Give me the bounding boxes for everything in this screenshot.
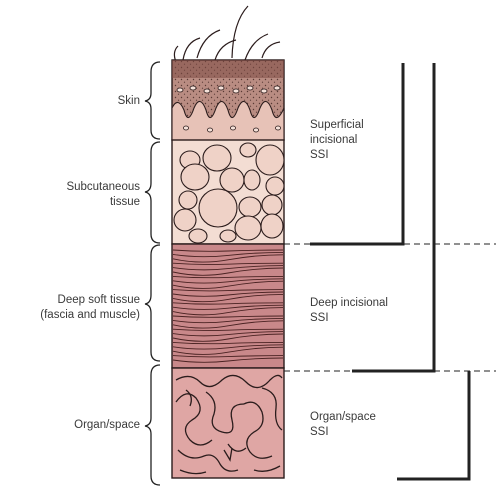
- muscle-fiber: [172, 254, 284, 263]
- muscle-fiber: [172, 265, 284, 271]
- muscle-fiber: [172, 320, 284, 329]
- organ-ssi-bracket: [397, 371, 471, 481]
- muscle-fiber: [172, 331, 284, 337]
- muscle-fiber: [172, 317, 284, 324]
- muscle-fiber: [172, 293, 284, 303]
- muscle-fiber: [172, 315, 284, 318]
- muscle-fiber: [172, 344, 284, 350]
- skin-brace: [144, 61, 161, 140]
- muscle-fiber: [172, 289, 284, 292]
- left-braces: [144, 61, 161, 486]
- organ-ssi-label: Organ/space SSI: [310, 411, 376, 438]
- deep-soft-tissue-layer: [171, 243, 285, 369]
- organ-space-layer: [171, 367, 285, 479]
- organ-brace: [144, 364, 161, 486]
- muscle-fiber: [172, 251, 284, 258]
- muscle-fiber: [172, 302, 284, 305]
- deep-ssi-label: Deep incisional SSI: [310, 297, 388, 324]
- skin-layer: [171, 59, 285, 141]
- muscle-fiber: [172, 291, 284, 297]
- hair-strands: [173, 5, 281, 63]
- ssi-brackets: [284, 63, 496, 481]
- muscle-fiber: [172, 275, 284, 279]
- muscle-fiber: [172, 249, 284, 252]
- skin-label: Skin: [117, 95, 140, 107]
- subcutaneous-layer: [171, 139, 285, 245]
- deep-tissue-brace: [144, 244, 161, 362]
- muscle-fiber: [172, 280, 284, 289]
- subcutaneous-label: Subcutaneous tissue: [66, 181, 140, 208]
- organ-space-label: Organ/space: [74, 419, 140, 431]
- subcutaneous-brace: [144, 141, 161, 244]
- superficial-ssi-bracket: [310, 63, 405, 246]
- muscle-fiber: [172, 355, 284, 358]
- superficial-ssi-label: Superficial incisional SSI: [310, 119, 364, 161]
- deep-soft-tissue-label: Deep soft tissue (fascia and muscle): [40, 294, 140, 321]
- muscle-fiber: [172, 262, 284, 265]
- muscle-fiber: [172, 328, 284, 331]
- muscle-fiber: [172, 357, 284, 363]
- muscle-fiber: [172, 278, 284, 284]
- muscle-fiber: [172, 333, 284, 342]
- muscle-fiber: [172, 267, 284, 276]
- muscle-fiber: [172, 304, 284, 310]
- muscle-fiber: [172, 346, 284, 355]
- muscle-fiber: [172, 341, 284, 345]
- muscle-fiber: [172, 307, 284, 316]
